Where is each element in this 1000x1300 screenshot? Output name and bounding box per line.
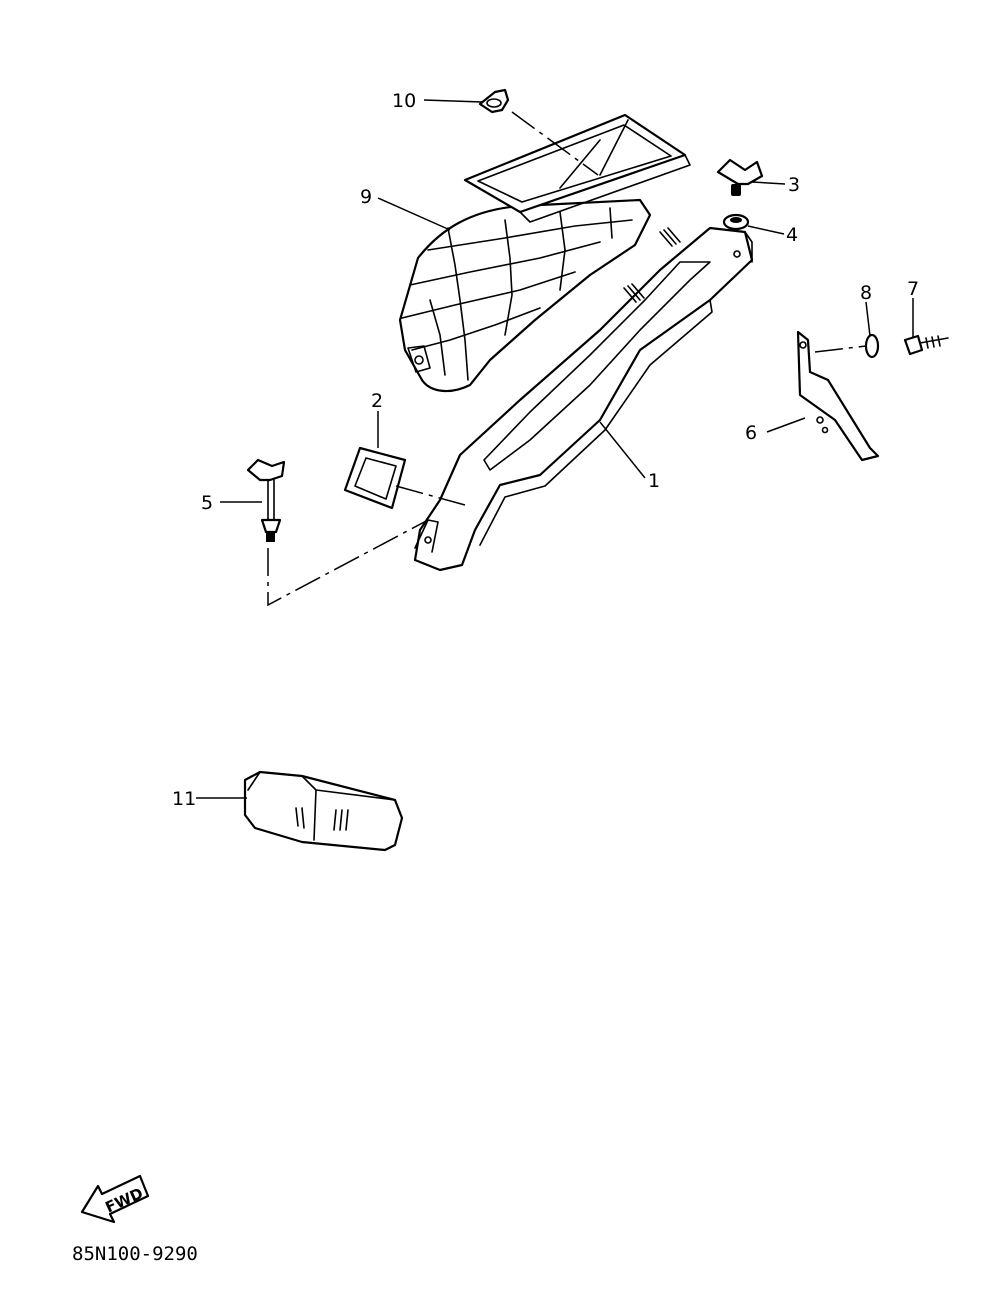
assembly-lines xyxy=(267,111,867,607)
drawing-code: 85N100-9290 xyxy=(72,1243,198,1265)
part-3-wing-screw xyxy=(716,158,764,196)
fwd-arrow-icon: FWD xyxy=(80,1174,150,1224)
bumper-icon xyxy=(623,227,681,303)
part-4-grommet xyxy=(722,213,750,231)
callout-3: 3 xyxy=(788,174,800,196)
part-8-washer xyxy=(864,333,880,359)
part-1-main-tray xyxy=(413,226,754,572)
callout-10: 10 xyxy=(392,90,416,112)
callout-6: 6 xyxy=(745,422,757,444)
part-6-bracket xyxy=(796,330,880,462)
callout-7: 7 xyxy=(907,278,919,300)
part-5-bolt xyxy=(246,458,286,542)
callout-1: 1 xyxy=(648,470,660,492)
part-2-gasket xyxy=(343,446,407,510)
part-11-pad xyxy=(243,770,404,852)
part-10-wing-bolt xyxy=(478,88,510,114)
callout-5: 5 xyxy=(201,492,213,514)
callout-11: 11 xyxy=(172,788,196,810)
callout-4: 4 xyxy=(786,224,798,246)
part-7-screw xyxy=(903,334,949,356)
callout-labels: 10 9 3 4 8 7 6 2 5 1 11 xyxy=(172,90,919,810)
callout-8: 8 xyxy=(860,282,872,304)
part-9-air-box xyxy=(398,113,691,393)
callout-2: 2 xyxy=(371,390,383,412)
leader-lines xyxy=(196,99,914,799)
callout-9: 9 xyxy=(360,186,372,208)
